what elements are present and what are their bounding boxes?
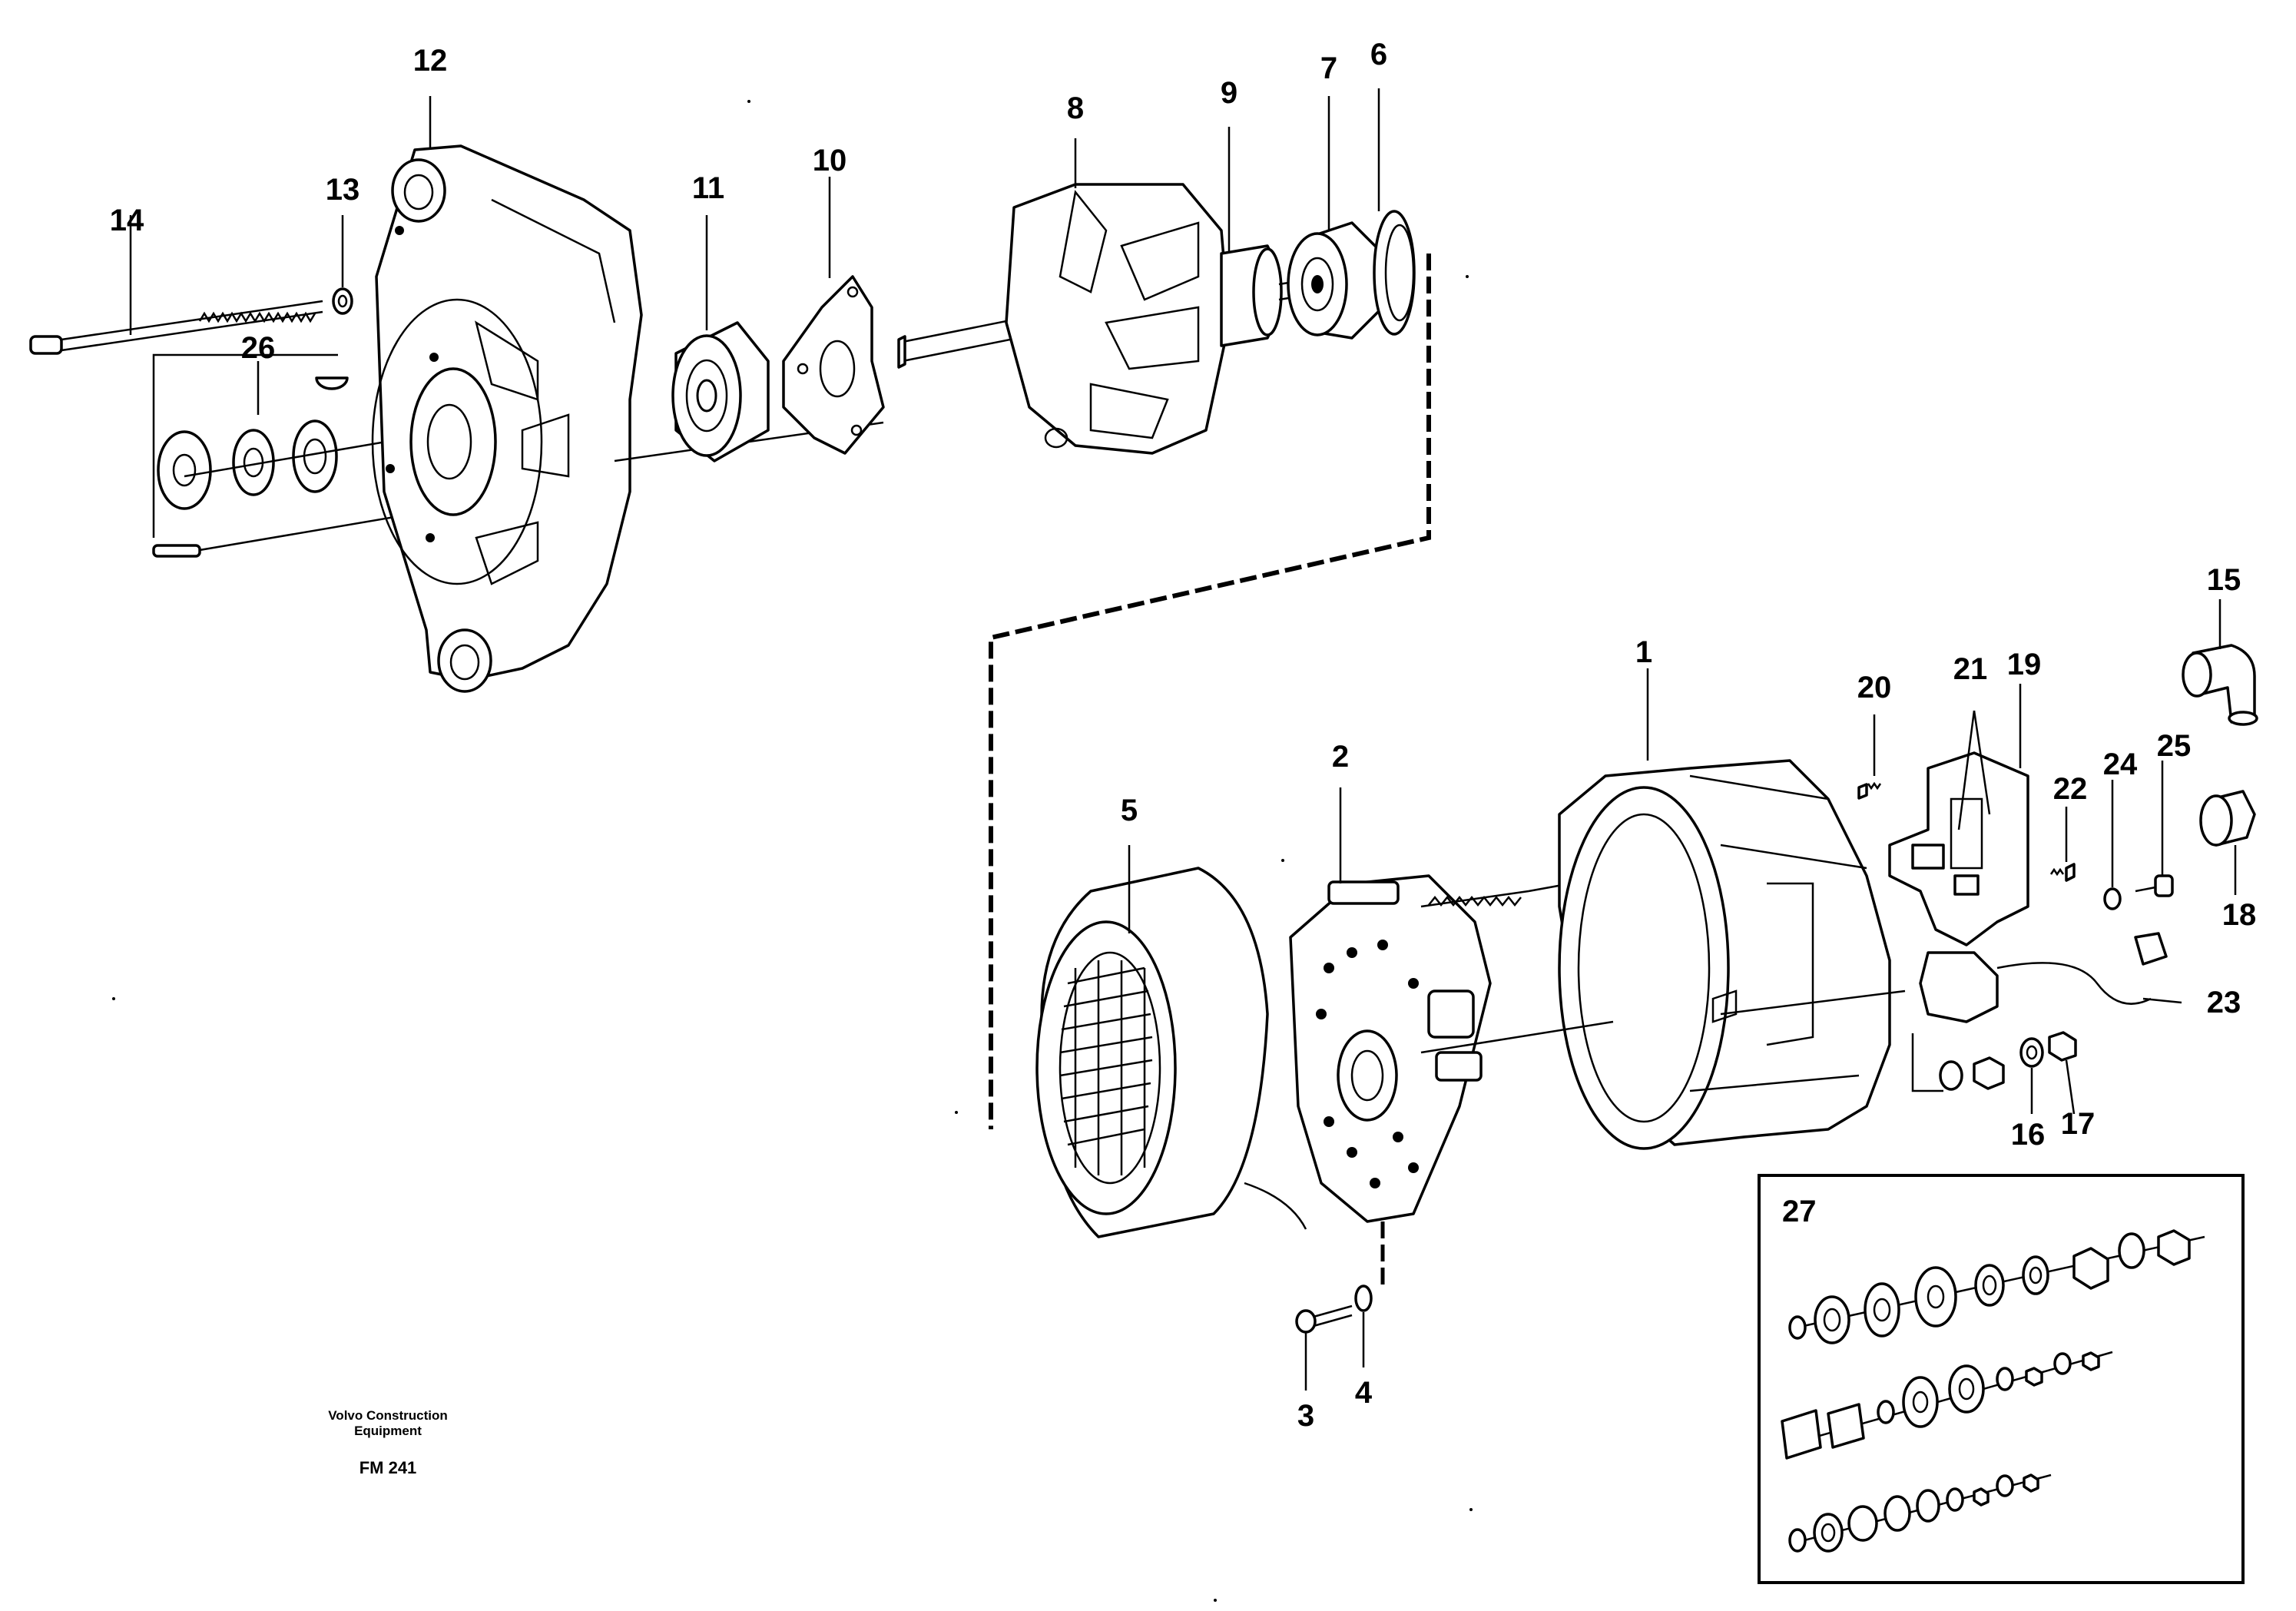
callout-20: 20: [1857, 671, 1892, 704]
callout-7: 7: [1320, 51, 1337, 85]
assembly-dashed-guide: [989, 254, 1431, 1129]
part-6-seal-ring: [1373, 88, 1416, 336]
callout-5: 5: [1121, 794, 1138, 827]
part-18-bushing: [2199, 790, 2256, 895]
callout-23: 23: [2207, 986, 2241, 1019]
part-19-regulator: [1888, 684, 2029, 946]
callout-21: 21: [1953, 652, 1988, 686]
part-3-screw: [1295, 1304, 1353, 1391]
callout-13: 13: [326, 173, 360, 207]
part-13-washer: [332, 215, 353, 315]
callout-10: 10: [813, 144, 847, 177]
callout-15: 15: [2207, 563, 2241, 597]
part-21-brushes: [1957, 710, 1991, 830]
callout-9: 9: [1221, 76, 1237, 110]
callout-24: 24: [2103, 747, 2138, 781]
part-16-17-hardware: [1911, 1031, 2077, 1115]
credit-line-1: Volvo Construction: [328, 1408, 448, 1423]
part-15-elbow: [2182, 599, 2258, 726]
callout-labels: 12 13 14 26 11 10 8 9 7 6 5 2 1 3 4 20 2…: [110, 38, 2257, 1433]
callout-19: 19: [2007, 648, 2042, 681]
part-22-screw: [2049, 807, 2076, 882]
scan-specks: [112, 100, 1473, 1602]
part-23-capacitor: [1919, 932, 2182, 1023]
callout-2: 2: [1332, 740, 1349, 774]
callout-12: 12: [413, 44, 448, 78]
callout-17: 17: [2061, 1107, 2096, 1141]
part-1-rear-housing: [1420, 668, 1906, 1150]
callout-3: 3: [1297, 1399, 1314, 1433]
callout-16: 16: [2011, 1118, 2046, 1152]
part-8-rotor: [897, 138, 1231, 455]
part-25-screw: [2135, 761, 2174, 897]
part-14-bolt: [29, 215, 323, 355]
part-4-washer: [1354, 1284, 1373, 1367]
part-5-stator: [1035, 845, 1307, 1238]
part-2-rectifier: [1289, 787, 1614, 1291]
part-27-inset-kit: [1758, 1174, 2245, 1584]
callout-22: 22: [2053, 772, 2088, 806]
part-12-front-housing: [371, 96, 884, 693]
part-9-slip-ring: [1220, 127, 1299, 347]
callout-25: 25: [2157, 729, 2192, 763]
credit-line-2: Equipment: [354, 1424, 422, 1438]
part-24-washer: [2103, 780, 2122, 910]
part-10-retainer-plate: [782, 177, 885, 455]
credit-block: Volvo Construction Equipment FM 241: [328, 1408, 448, 1477]
callout-26: 26: [241, 331, 276, 365]
callout-1: 1: [1635, 635, 1652, 669]
callout-8: 8: [1067, 91, 1084, 125]
callout-6: 6: [1370, 38, 1387, 71]
callout-27: 27: [1782, 1195, 1817, 1228]
part-20-screw: [1857, 714, 1882, 800]
part-7-bearing: [1287, 96, 1384, 340]
callout-14: 14: [110, 204, 144, 237]
callout-4: 4: [1355, 1376, 1373, 1410]
callout-11: 11: [692, 171, 724, 205]
figure-code: FM 241: [359, 1458, 417, 1477]
callout-18: 18: [2222, 898, 2257, 932]
part-11-bearing: [671, 215, 770, 462]
